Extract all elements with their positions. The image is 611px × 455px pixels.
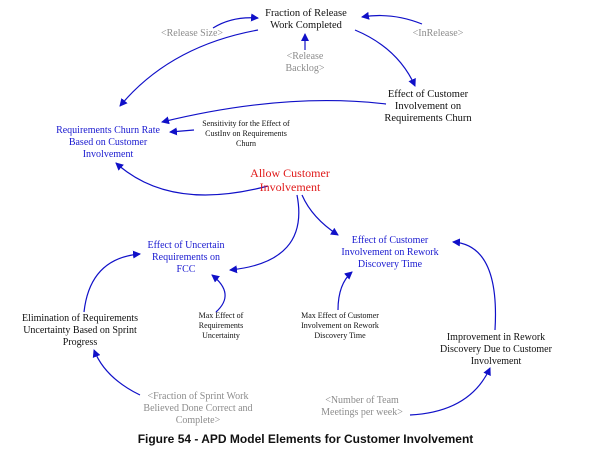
- node-elimination-line: Uncertainty Based on Sprint: [23, 325, 137, 336]
- node-sensitivity-line: Churn: [236, 139, 256, 148]
- node-allow-customer-line: Allow Customer: [250, 166, 330, 180]
- arrow-sensitivity-to-churn-rate: [169, 127, 195, 136]
- node-max-effect-custinv-line: Involvement on Rework: [301, 321, 379, 330]
- arrow-max-uncertainty-to-effect-uncertain: [211, 274, 226, 313]
- node-effect-custinv-churn-line: Effect of Customer: [388, 89, 469, 100]
- arrow-release-size-to-fraction: [212, 13, 259, 29]
- arrow-team-meetings-to-improvement: [409, 367, 491, 416]
- node-effect-custinv-rework-line: Effect of Customer: [352, 235, 429, 246]
- node-fraction-of-release-line: Work Completed: [270, 20, 343, 31]
- node-release-backlog-line: Backlog>: [286, 63, 325, 74]
- node-in-release: <InRelease>: [413, 28, 464, 39]
- node-improvement-rework-line: Involvement: [471, 356, 522, 367]
- figure-caption: Figure 54 - APD Model Elements for Custo…: [137, 432, 474, 446]
- arrow-elimination-to-effect-uncertain: [83, 250, 141, 313]
- node-in-release-line: <InRelease>: [413, 28, 464, 39]
- node-improvement-rework-line: Discovery Due to Customer: [440, 344, 553, 355]
- node-max-effect-custinv-line: Max Effect of Customer: [301, 311, 379, 320]
- arrow-inrelease-to-fraction: [361, 11, 423, 25]
- node-improvement-rework-line: Improvement in Rework: [447, 332, 545, 343]
- node-requirements-churn-rate-line: Requirements Churn Rate: [56, 125, 160, 136]
- arrow-fraction-to-churn-rate: [119, 29, 259, 107]
- arrow-allow-to-churn-rate: [115, 162, 269, 196]
- node-release-size: <Release Size>: [161, 28, 223, 39]
- node-max-effect-uncertainty-line: Uncertainty: [202, 331, 240, 340]
- node-sensitivity-line: Sensitivity for the Effect of: [202, 119, 290, 128]
- node-release-size-line: <Release Size>: [161, 28, 223, 39]
- node-max-effect-uncertainty-line: Max Effect of: [199, 311, 244, 320]
- node-requirements-churn-rate-line: Based on Customer: [69, 137, 148, 148]
- node-release-backlog-line: <Release: [287, 51, 324, 62]
- node-fraction-of-release-line: Fraction of Release: [265, 8, 347, 19]
- arrow-fraction-to-effect-churn: [354, 29, 416, 87]
- node-effect-uncertain-req-line: Requirements on: [152, 252, 220, 263]
- arrow-max-custinv-to-effect-rework: [337, 271, 353, 311]
- node-elimination-line: Progress: [63, 337, 98, 348]
- node-max-effect-uncertainty-line: Requirements: [199, 321, 243, 330]
- node-fraction-sprint-line: <Fraction of Sprint Work: [147, 391, 248, 402]
- node-elimination-line: Elimination of Requirements: [22, 313, 138, 324]
- arrow-allow-to-effect-uncertain: [229, 194, 300, 274]
- arrow-fraction-sprint-to-elimination: [92, 349, 141, 396]
- arrow-improvement-to-effect-rework: [452, 238, 497, 331]
- node-allow-customer-line: Involvement: [260, 180, 321, 194]
- node-effect-uncertain-req-line: FCC: [177, 264, 196, 275]
- node-effect-custinv-rework-line: Involvement on Rework: [341, 247, 438, 258]
- node-fraction-sprint-line: Complete>: [176, 415, 221, 426]
- arrow-allow-to-effect-rework: [301, 194, 339, 236]
- node-requirements-churn-rate-line: Involvement: [83, 149, 134, 160]
- node-effect-custinv-churn-line: Requirements Churn: [384, 113, 472, 124]
- node-effect-custinv-rework-line: Discovery Time: [358, 259, 423, 270]
- node-effect-uncertain-req-line: Effect of Uncertain: [148, 240, 225, 251]
- node-effect-custinv-churn-line: Involvement on: [395, 101, 462, 112]
- node-team-meetings-line: Meetings per week>: [321, 407, 403, 418]
- node-sensitivity-line: CustInv on Requirements: [205, 129, 287, 138]
- arrows-layer: [83, 11, 497, 416]
- node-max-effect-custinv-line: Discovery Time: [314, 331, 366, 340]
- node-fraction-sprint-line: Believed Done Correct and: [143, 403, 252, 414]
- node-team-meetings-line: <Number of Team: [325, 395, 399, 406]
- arrow-effect-churn-to-churn-rate: [161, 100, 387, 125]
